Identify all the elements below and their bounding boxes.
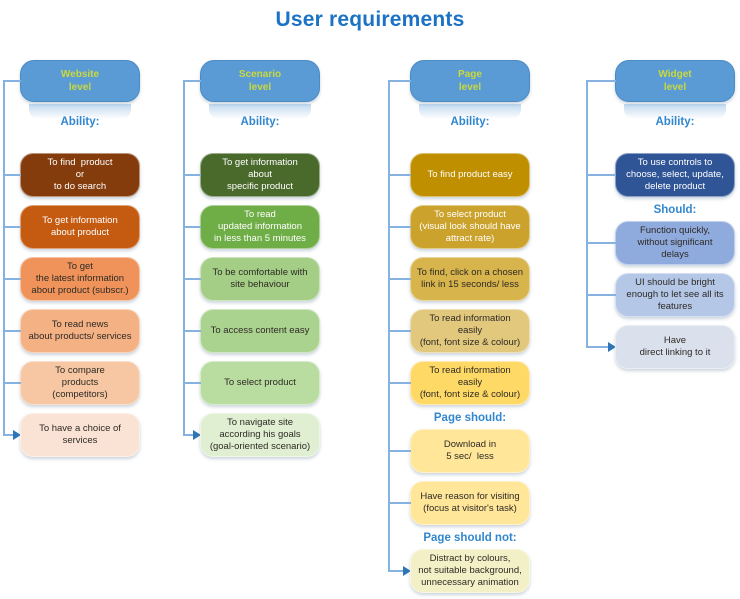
requirement-box: To read updated information in less than… (184, 205, 320, 249)
requirement-box-label: To compare products (competitors) (52, 365, 108, 400)
columns-row: Website level Ability: To find product o… (0, 60, 740, 599)
level-header: Website level (4, 60, 140, 119)
requirement-box: To read news about products/ services (4, 309, 140, 353)
requirement-box-label: To find product or to do search (47, 157, 113, 192)
requirement-box: Have reason for visiting (focus at visit… (389, 481, 530, 525)
requirement-box: To get information about specific produc… (184, 153, 320, 197)
requirement-box-label: Have direct linking to it (639, 335, 711, 358)
level-header: Widget level (587, 60, 735, 119)
page-title: User requirements (275, 8, 465, 31)
connector-rail (586, 80, 588, 348)
requirement-box: Distract by colours, not suitable backgr… (410, 549, 530, 593)
requirement-box-label: To get information about product (42, 215, 118, 238)
level-header-label: Widget level (658, 69, 692, 93)
requirement-box: Function quickly, without significant de… (587, 221, 735, 265)
section-heading: Page should not: (423, 532, 517, 544)
requirement-box: To get information about product (4, 205, 140, 249)
requirement-box-label: To access content easy (210, 325, 310, 336)
requirement-box-label: To read news about products/ services (28, 319, 132, 342)
level-header-label: Website level (60, 69, 100, 93)
column-scenario-level: Scenario level Ability: To get informati… (183, 60, 320, 457)
requirement-box-label: To select product (visual look should ha… (419, 209, 521, 244)
requirement-box: UI should be bright enough to let see al… (587, 273, 735, 317)
section-heading: Ability: (655, 116, 695, 128)
requirement-box-label: To find product easy (427, 169, 513, 180)
requirement-box-label: UI should be bright enough to let see al… (626, 277, 724, 312)
requirement-box: To compare products (competitors) (4, 361, 140, 405)
requirement-box: To be comfortable with site behaviour (184, 257, 320, 301)
requirement-box: Download in 5 sec/ less (389, 429, 530, 473)
requirement-box: To use controls to choose, select, updat… (587, 153, 735, 197)
connector-rail (3, 80, 5, 436)
section-heading: Ability: (450, 116, 490, 128)
requirement-box: To have a choice of services (20, 413, 140, 457)
connector-rail (388, 80, 390, 572)
requirement-box: To find, click on a chosen link in 15 se… (389, 257, 530, 301)
requirement-box-label: To get information about specific produc… (222, 157, 298, 192)
connector-arrow-icon (183, 430, 201, 440)
level-header-label: Scenario level (238, 69, 282, 93)
requirement-box-label: Download in 5 sec/ less (443, 439, 497, 462)
section-heading: Should: (653, 204, 697, 216)
requirement-box-label: Function quickly, without significant de… (637, 225, 713, 260)
connector-rail (183, 80, 185, 436)
column-website-level: Website level Ability: To find product o… (3, 60, 140, 457)
requirement-box-label: To select product (224, 377, 296, 388)
requirement-box-label: Distract by colours, not suitable backgr… (418, 553, 522, 588)
connector-arrow-icon (586, 342, 616, 352)
requirement-box: To select product (visual look should ha… (389, 205, 530, 249)
requirement-box-label: To be comfortable with site behaviour (212, 267, 308, 290)
requirement-box: To read information easily (font, font s… (389, 309, 530, 353)
requirement-box: To navigate site according his goals (go… (200, 413, 320, 457)
requirement-box-label: To navigate site according his goals (go… (209, 417, 311, 452)
section-heading: Ability: (60, 116, 100, 128)
requirement-box: To find product or to do search (4, 153, 140, 197)
level-header-label: Page level (458, 69, 482, 93)
requirement-box-label: To have a choice of services (39, 423, 121, 446)
requirement-box-label: To read information easily (font, font s… (419, 365, 521, 400)
item-list: Ability: To use controls to choose, sele… (587, 102, 735, 369)
level-header: Scenario level (184, 60, 320, 119)
requirement-box-label: Have reason for visiting (focus at visit… (420, 491, 520, 514)
item-list: Ability: To find product or to do search… (4, 102, 140, 457)
requirement-box: To access content easy (184, 309, 320, 353)
connector-arrow-icon (388, 566, 411, 576)
section-heading: Ability: (240, 116, 280, 128)
requirement-box: Have direct linking to it (615, 325, 735, 369)
connector-arrow-icon (3, 430, 21, 440)
requirement-box-label: To read information easily (font, font s… (419, 313, 521, 348)
column-widget-level: Widget level Ability: To use controls to… (586, 60, 735, 369)
item-list: Ability: To get information about specif… (184, 102, 320, 457)
item-list: Ability: To find product easy To select … (389, 102, 530, 593)
requirement-box-label: To get the latest information about prod… (31, 261, 129, 296)
requirement-box-label: To use controls to choose, select, updat… (626, 157, 724, 192)
requirement-box: To find product easy (389, 153, 530, 197)
section-heading: Page should: (433, 412, 507, 424)
requirement-box-label: To find, click on a chosen link in 15 se… (416, 267, 524, 290)
level-header: Page level (389, 60, 530, 119)
column-page-level: Page level Ability: To find product easy… (388, 60, 530, 593)
requirement-box-label: To read updated information in less than… (214, 209, 306, 244)
requirement-box: To select product (184, 361, 320, 405)
requirement-box: To get the latest information about prod… (4, 257, 140, 301)
requirement-box: To read information easily (font, font s… (389, 361, 530, 405)
